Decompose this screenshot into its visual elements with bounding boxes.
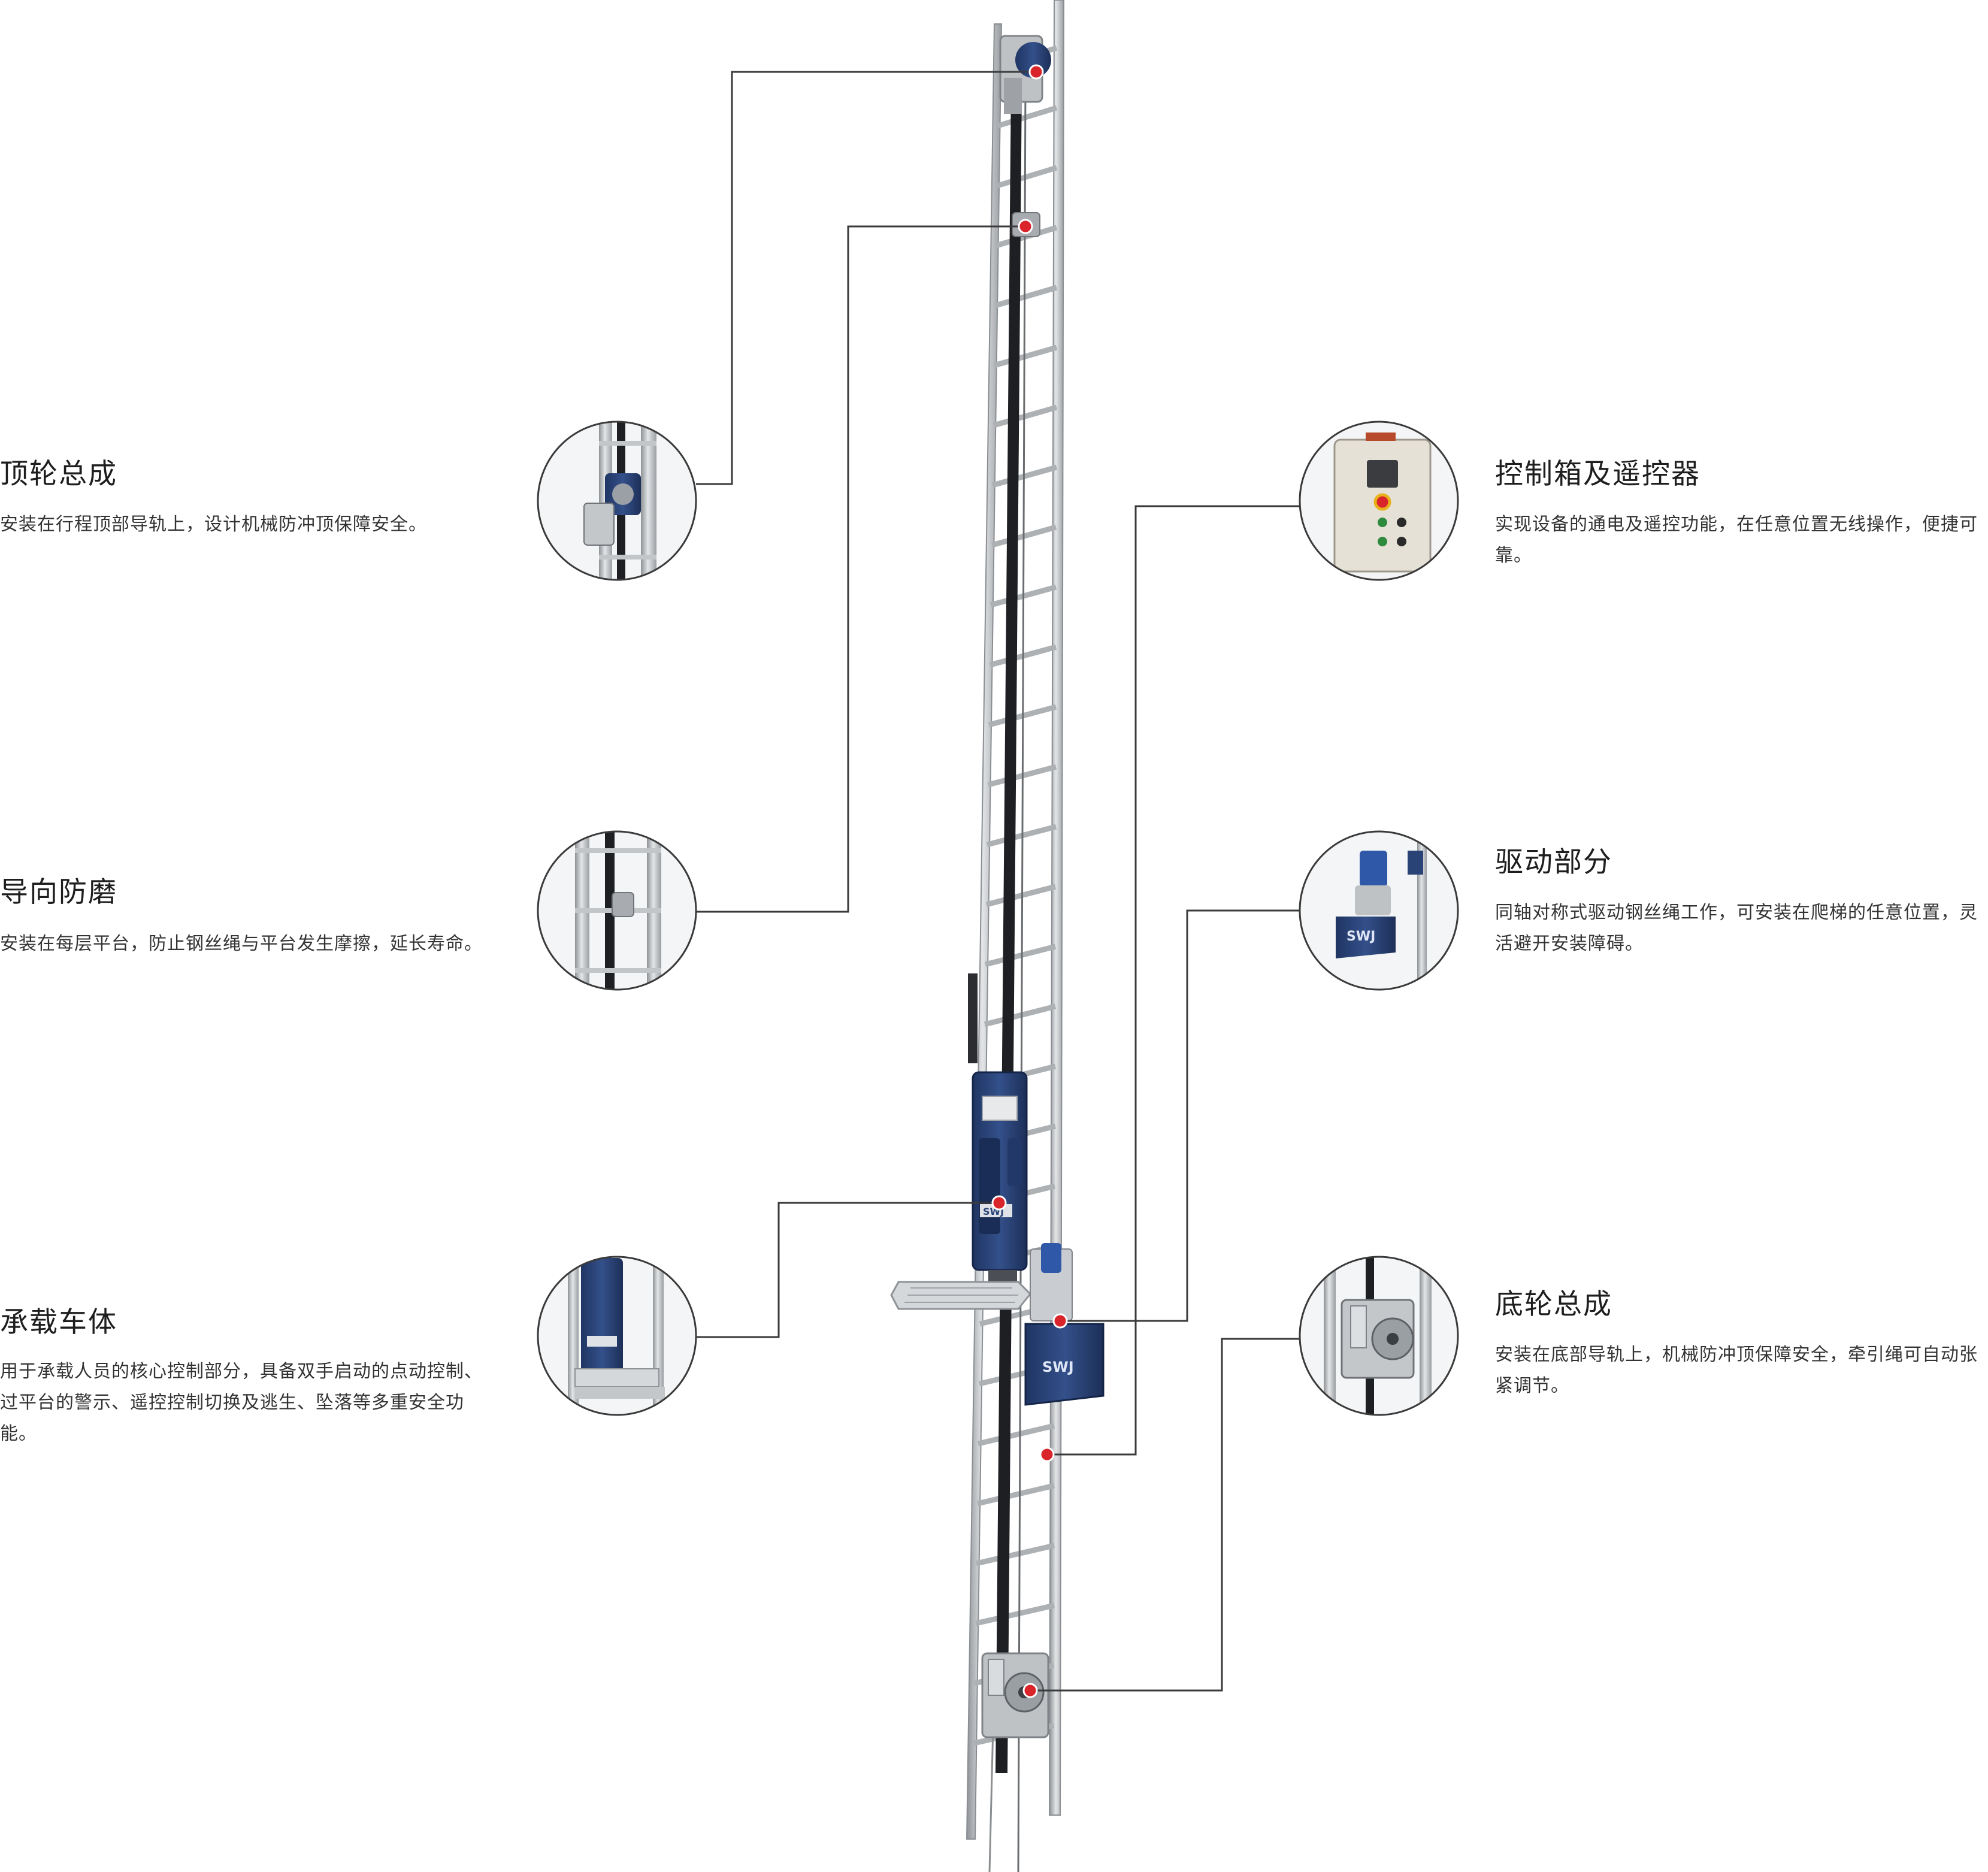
svg-text:SWJ: SWJ <box>1042 1359 1074 1375</box>
feature-desc-guide: 安装在每层平台，防止钢丝绳与平台发生摩擦，延长寿命。 <box>0 933 483 954</box>
feature-title-bottom-wheel: 底轮总成 <box>1495 1288 1612 1321</box>
control-box-detail-image <box>1299 421 1459 581</box>
top-wheel-assembly <box>999 35 1051 114</box>
feature-title-top-wheel: 顶轮总成 <box>0 458 117 491</box>
drive-unit: SWJ <box>1024 1243 1105 1406</box>
callout-dots <box>991 64 1068 1698</box>
feature-desc-bottom-wheel: 安装在底部导轨上，机械防冲顶保障安全，牵引绳可自动张紧调节。 <box>1495 1344 1978 1396</box>
feature-desc-carrier: 用于承载人员的核心控制部分，具备双手启动的点动控制、过平台的警示、遥控控制切换及… <box>0 1361 483 1444</box>
feature-title-guide: 导向防磨 <box>0 876 117 909</box>
bottom-wheel-detail-image <box>1299 1256 1459 1416</box>
guide-detail-image <box>537 830 697 991</box>
carrier-detail-image <box>537 1256 697 1416</box>
feature-desc-top-wheel: 安装在行程顶部导轨上，设计机械防冲顶保障安全。 <box>0 514 427 535</box>
feature-desc-drive: 同轴对称式驱动钢丝绳工作，可安装在爬梯的任意位置，灵活避开安装障碍。 <box>1495 902 1978 954</box>
leader-lines <box>696 71 1300 1692</box>
feature-desc-control-box: 实现设备的通电及遥控功能，在任意位置无线操作，便捷可靠。 <box>1495 514 1978 566</box>
top-wheel-detail-image <box>537 421 697 581</box>
feature-title-control-box: 控制箱及遥控器 <box>1495 458 1700 491</box>
svg-text:SWJ: SWJ <box>1346 929 1375 944</box>
feature-title-carrier: 承载车体 <box>0 1306 117 1339</box>
drive-detail-image: SWJ <box>1299 830 1459 991</box>
feature-title-drive: 驱动部分 <box>1495 846 1612 879</box>
ladder <box>966 0 1065 1872</box>
bottom-wheel-assembly <box>981 1652 1049 1738</box>
